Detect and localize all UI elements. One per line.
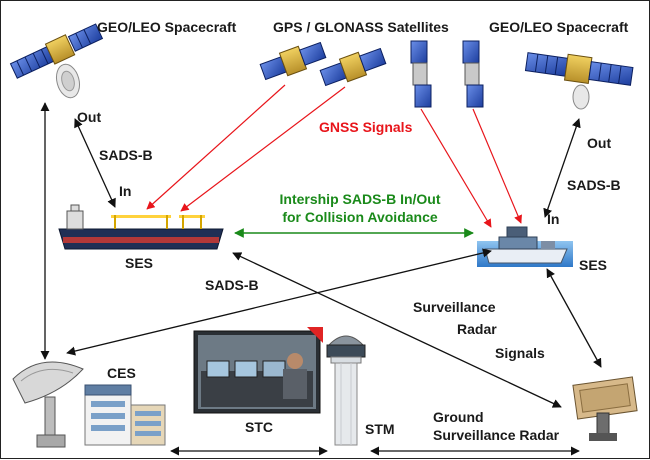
arrow-ses-right-radar bbox=[546, 268, 602, 368]
arrow-spacecraft-ses-left bbox=[74, 118, 116, 208]
label-intership-line2: for Collision Avoidance bbox=[282, 209, 438, 225]
ces-antenna-icon bbox=[12, 361, 84, 448]
label-stm: STM bbox=[365, 421, 395, 437]
label-geo-leo-spacecraft-right: GEO/LEO Spacecraft bbox=[489, 19, 629, 35]
link-arrows bbox=[40, 102, 602, 456]
label-radar: Radar bbox=[457, 321, 497, 337]
label-sads-b-right: SADS-B bbox=[567, 177, 621, 193]
label-ses-left: SES bbox=[125, 255, 154, 271]
label-signals: Signals bbox=[495, 345, 545, 361]
label-intership-line1: Intership SADS-B In/Out bbox=[279, 191, 441, 207]
ship-ses-left-icon bbox=[58, 204, 224, 250]
arrow-spacecraft-ses-right bbox=[543, 118, 581, 218]
label-out-left: Out bbox=[77, 109, 102, 125]
gnss-signal-arrows bbox=[146, 84, 522, 228]
glonass-satellite-2-icon bbox=[462, 40, 484, 108]
glonass-satellite-1-icon bbox=[410, 40, 432, 108]
label-sads-b-mid: SADS-B bbox=[205, 277, 259, 293]
label-gps-glonass-satellites: GPS / GLONASS Satellites bbox=[273, 19, 449, 35]
label-sads-b-left: SADS-B bbox=[99, 147, 153, 163]
arrow-ses-left-radar bbox=[232, 252, 562, 408]
label-geo-leo-spacecraft-left: GEO/LEO Spacecraft bbox=[97, 19, 237, 35]
ces-building-icon bbox=[84, 384, 166, 446]
geo-leo-spacecraft-right-icon bbox=[524, 52, 634, 110]
label-ground: Ground bbox=[433, 409, 484, 425]
geo-leo-spacecraft-left-icon bbox=[9, 23, 104, 99]
stc-control-room-photo bbox=[193, 327, 323, 414]
label-surveillance: Surveillance bbox=[413, 299, 496, 315]
label-in-right: In bbox=[547, 211, 560, 227]
label-out-right: Out bbox=[587, 135, 612, 151]
stm-control-tower-icon bbox=[326, 335, 366, 446]
gps-satellite-1-icon bbox=[259, 41, 327, 81]
label-in-left: In bbox=[119, 183, 132, 199]
ground-surveillance-radar-icon bbox=[572, 376, 638, 441]
ship-ses-right-icon bbox=[477, 226, 573, 267]
label-surveillance-radar: Surveillance Radar bbox=[433, 427, 560, 443]
label-stc: STC bbox=[245, 419, 273, 435]
label-gnss-signals: GNSS Signals bbox=[319, 119, 413, 135]
label-ces: CES bbox=[107, 365, 136, 381]
label-ses-right: SES bbox=[579, 257, 608, 273]
gps-satellite-2-icon bbox=[319, 47, 387, 87]
